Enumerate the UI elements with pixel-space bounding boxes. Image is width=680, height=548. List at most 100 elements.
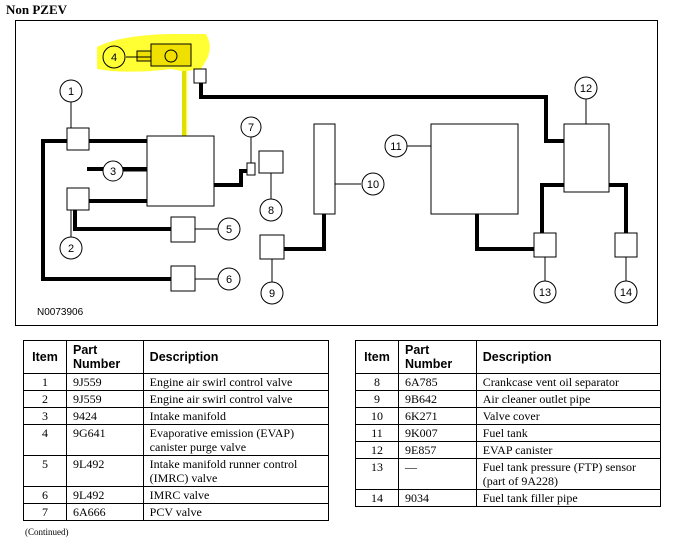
diagram-svg: 1 2 3 4 5 6 7 8 9 10 11 12 13 14 N007390… <box>37 34 638 318</box>
purge-valve-drawing <box>136 43 207 84</box>
desc-cell: PCV valve <box>142 503 330 521</box>
callout-12 <box>574 76 598 100</box>
desc-cell: Fuel tank <box>475 424 662 442</box>
callout-label-9: 9 <box>269 288 275 300</box>
callout-label-6: 6 <box>226 274 232 286</box>
part-cell: 9J559 <box>66 390 144 408</box>
callout-9 <box>260 281 284 305</box>
part-cell: 6K271 <box>398 407 477 425</box>
evap-canister-box <box>563 123 610 193</box>
callout-label-1: 1 <box>68 86 74 98</box>
page-title: Non PZEV <box>6 2 68 17</box>
callout-labels: 1 2 3 4 5 6 7 8 9 10 11 12 13 14 <box>68 52 632 300</box>
callout-label-12: 12 <box>580 83 592 95</box>
callout-11 <box>384 134 408 158</box>
imrc-valve-5-box <box>170 216 196 243</box>
desc-cell: Engine air swirl control valve <box>142 390 330 408</box>
hoses <box>41 81 628 281</box>
item-cell: 9 <box>355 390 399 408</box>
air-cleaner-pipe-box <box>259 234 285 260</box>
callout-label-3: 3 <box>110 166 116 178</box>
figure-id: N0073906 <box>37 307 84 318</box>
callout-label-5: 5 <box>226 224 232 236</box>
valve-cover-box <box>313 123 336 215</box>
table-row: 13—Fuel tank pressure (FTP) sensor (part… <box>355 458 662 490</box>
part-cell: — <box>398 458 477 490</box>
part-cell: 9L492 <box>66 455 144 487</box>
desc-cell: Air cleaner outlet pipe <box>475 390 662 408</box>
item-cell: 2 <box>23 390 67 408</box>
item-cell: 1 <box>23 373 67 391</box>
ftp-sensor-box <box>533 232 557 258</box>
desc-cell: EVAP canister <box>475 441 662 459</box>
col-item: Item <box>355 340 399 374</box>
desc-cell: Fuel tank filler pipe <box>475 489 662 507</box>
callout-label-2: 2 <box>68 243 74 255</box>
callout-5 <box>217 217 241 241</box>
callout-2 <box>59 236 83 260</box>
swirl-valve-2-box <box>66 187 90 211</box>
callout-label-13: 13 <box>539 287 551 299</box>
item-cell: 14 <box>355 489 399 507</box>
part-cell: 6A785 <box>398 373 477 391</box>
desc-cell: Valve cover <box>475 407 662 425</box>
callout-14 <box>614 280 638 304</box>
callout-6 <box>217 267 241 291</box>
part-cell: 9G641 <box>66 424 144 456</box>
continued-note: (Continued) <box>25 527 69 537</box>
desc-cell: Intake manifold runner control (IMRC) va… <box>142 455 330 487</box>
components <box>66 123 638 292</box>
callout-label-11: 11 <box>390 141 401 153</box>
item-cell: 10 <box>355 407 399 425</box>
callout-label-4: 4 <box>111 52 117 64</box>
oil-separator-box <box>258 150 284 174</box>
imrc-valve-6-box <box>170 265 196 292</box>
desc-cell: Evaporative emission (EVAP) canister pur… <box>142 424 330 456</box>
callout-circles <box>59 45 638 305</box>
callout-3 <box>102 160 124 182</box>
swirl-valve-1-box <box>66 127 90 151</box>
part-cell: 9L492 <box>66 486 144 504</box>
col-part-number: Part Number <box>398 340 477 374</box>
desc-cell: Engine air swirl control valve <box>142 373 330 391</box>
callout-label-7: 7 <box>248 122 254 134</box>
callout-1 <box>59 79 83 103</box>
intake-manifold-box <box>146 135 215 207</box>
col-description: Description <box>142 340 330 374</box>
item-cell: 11 <box>355 424 399 442</box>
part-cell: 6A666 <box>66 503 144 521</box>
item-cell: 6 <box>23 486 67 504</box>
item-cell: 3 <box>23 407 67 425</box>
callout-label-8: 8 <box>268 205 274 217</box>
vacuum-hose-diagram: 1 2 3 4 5 6 7 8 9 10 11 12 13 14 N007390… <box>15 20 658 326</box>
part-cell: 9424 <box>66 407 144 425</box>
desc-cell: Intake manifold <box>142 407 330 425</box>
leader-lines <box>70 99 627 282</box>
item-cell: 13 <box>355 458 399 490</box>
callout-label-14: 14 <box>620 287 632 299</box>
filler-pipe-box <box>614 232 638 258</box>
col-part-number: Part Number <box>66 340 144 374</box>
item-cell: 12 <box>355 441 399 459</box>
part-cell: 9J559 <box>66 373 144 391</box>
part-cell: 9B642 <box>398 390 477 408</box>
pcv-valve-box <box>246 162 256 176</box>
item-cell: 5 <box>23 455 67 487</box>
callout-4 <box>102 45 126 69</box>
callout-10 <box>361 172 385 196</box>
callout-13 <box>533 280 557 304</box>
